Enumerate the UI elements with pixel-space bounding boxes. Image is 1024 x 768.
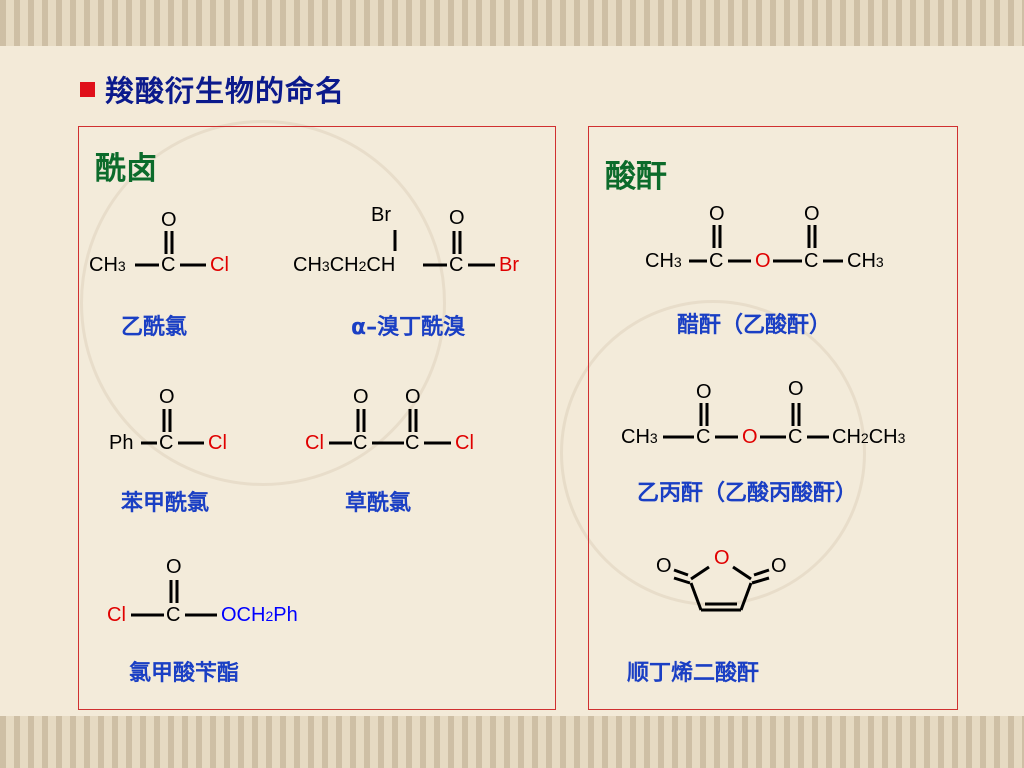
slide-title-row: 羧酸衍生物的命名 — [80, 68, 345, 110]
atom-chlorine: Cl — [208, 432, 227, 454]
name-benzyl-chloroformate: 氯甲酸苄酯 — [129, 661, 240, 686]
atom-carbon: C — [804, 250, 819, 272]
atom-oxygen: O — [166, 556, 182, 578]
anhydride-panel: 酸酐 O O CH3 — [588, 126, 958, 710]
atom-chain: CH3CH2CH — [293, 254, 396, 276]
atom-oxygen: O — [709, 203, 725, 225]
name-acetyl-chloride: 乙酰氯 — [121, 315, 188, 340]
anhydride-heading: 酸酐 — [605, 159, 667, 195]
atom-oxygen: O — [696, 381, 712, 403]
atom-oxygen: O — [788, 378, 804, 400]
atom-bromine: Br — [499, 254, 519, 276]
atom-oxygen: O — [161, 209, 177, 231]
atom-chlorine: Cl — [210, 254, 229, 276]
atom-methyl: CH3 — [847, 250, 884, 272]
atom-phenyl: Ph — [109, 432, 134, 454]
name-maleic-anhydride: 顺丁烯二酸酐 — [627, 661, 760, 686]
bottom-border-pattern — [0, 716, 1024, 768]
atom-carbon: C — [159, 432, 174, 454]
atom-bridging-oxygen: O — [755, 250, 771, 272]
atom-chlorine: Cl — [455, 432, 474, 454]
name-acetic-anhydride: 醋酐（乙酸酐） — [677, 313, 832, 338]
atom-carbon: C — [709, 250, 724, 272]
atom-oxygen: O — [804, 203, 820, 225]
name-acetic-propionic-anhydride: 乙丙酐（乙酸丙酸酐） — [637, 481, 858, 506]
name-oxalyl-chloride: 草酰氯 — [345, 491, 412, 516]
name-benzoyl-chloride: 苯甲酰氯 — [121, 491, 210, 516]
bullet-square-icon — [80, 81, 95, 97]
atom-carbon: C — [405, 432, 420, 454]
atom-bromine: Br — [371, 204, 391, 226]
name-alpha-bromobutyryl-bromide: α–溴丁酰溴 — [351, 315, 466, 340]
left-panel-bonds — [131, 230, 495, 617]
atom-oxygen: O — [405, 386, 421, 408]
atom-chlorine: Cl — [305, 432, 324, 454]
atom-carbon: C — [449, 254, 464, 276]
acyl-halide-panel: 酰卤 O CH3 C — [78, 126, 556, 710]
atom-ring-oxygen: O — [714, 547, 730, 569]
atom-oxygen: O — [159, 386, 175, 408]
atom-carbon: C — [166, 604, 181, 626]
atom-oxygen: O — [771, 555, 787, 577]
atom-oxygen: O — [353, 386, 369, 408]
slide-title: 羧酸衍生物的命名 — [105, 74, 346, 108]
atom-methyl: CH3 — [645, 250, 682, 272]
top-border-pattern — [0, 0, 1024, 46]
acyl-halide-heading: 酰卤 — [95, 151, 157, 187]
atom-methyl: CH3 — [621, 426, 658, 448]
atom-oxygen: O — [656, 555, 672, 577]
atom-bridging-oxygen: O — [742, 426, 758, 448]
atom-chlorine: Cl — [107, 604, 126, 626]
background-watermark — [80, 120, 446, 486]
atom-carbon: C — [353, 432, 368, 454]
atom-carbon: C — [788, 426, 803, 448]
right-panel-bonds — [663, 225, 843, 612]
atom-carbon: C — [161, 254, 176, 276]
atom-oxygen: O — [449, 207, 465, 229]
atom-ethyl: CH2CH3 — [832, 426, 906, 448]
atom-methyl: CH3 — [89, 254, 126, 276]
atom-carbon: C — [696, 426, 711, 448]
atom-benzyloxy: OCH2Ph — [221, 604, 298, 626]
